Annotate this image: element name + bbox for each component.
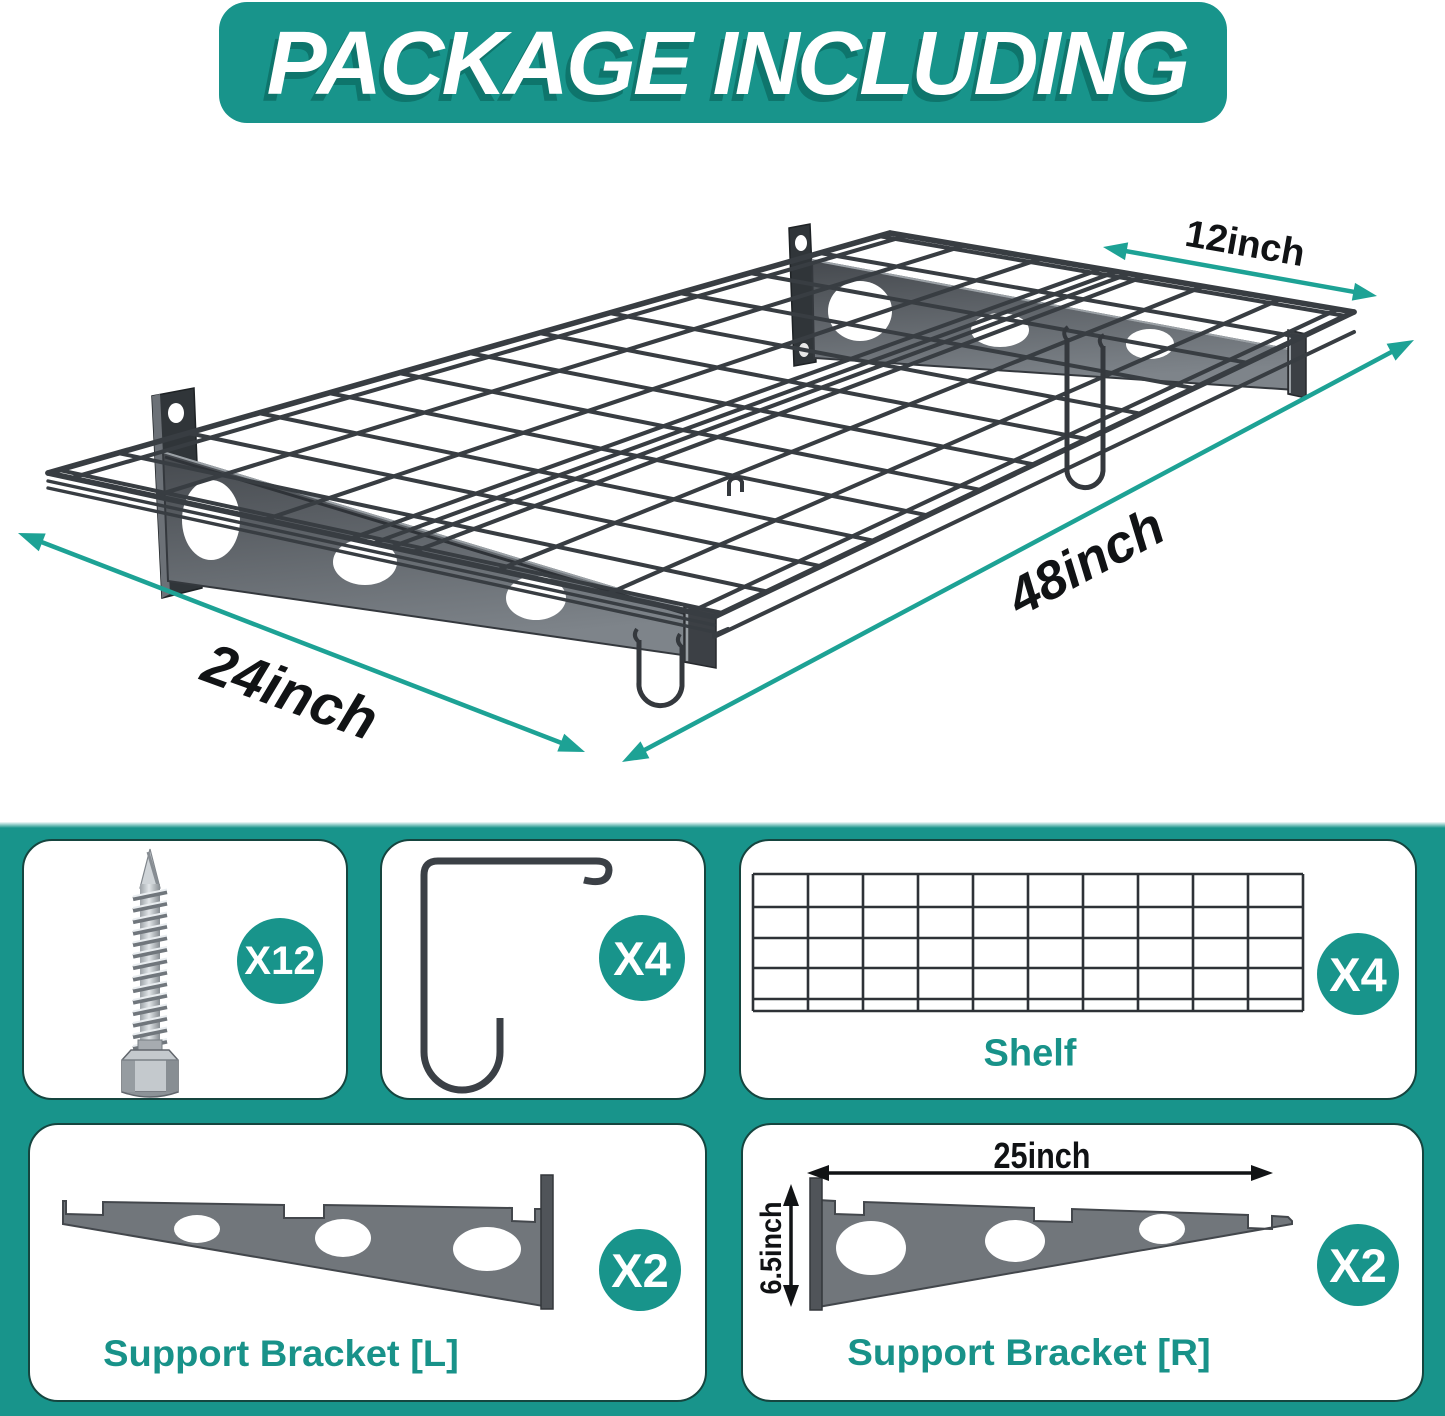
svg-text:24inch: 24inch [193, 631, 386, 753]
